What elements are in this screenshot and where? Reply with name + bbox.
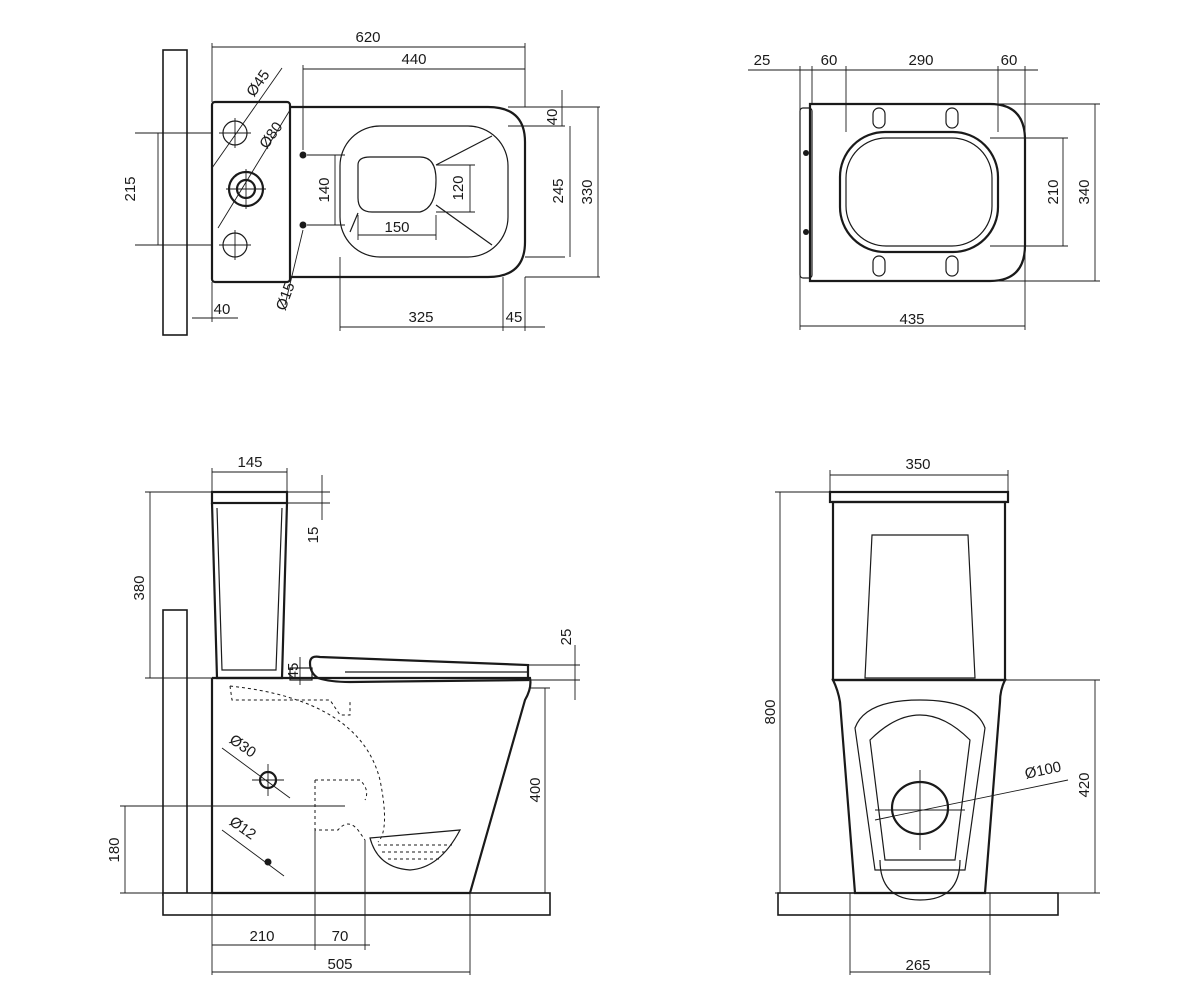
seat-bumper-bottom-right	[945, 255, 959, 277]
fixing-hole-upper	[299, 151, 307, 159]
bowl-slope-3	[349, 212, 359, 233]
seat-view: 25 60 290 60 210 340 435	[748, 52, 1100, 330]
top-dim-bowl-inner: 120	[450, 175, 467, 200]
side-dim-outlet-height: 180	[106, 837, 123, 862]
front-dim-top-width: 350	[905, 456, 930, 473]
bowl-outline-top	[290, 105, 527, 279]
trap-hidden-line	[229, 685, 386, 843]
top-dim-fix-dia: Ø15	[273, 280, 299, 312]
side-view: 145 15 380 25 45 Ø30 Ø12 400 180 210 70 …	[106, 454, 580, 975]
wall-side-view	[162, 609, 188, 896]
bowl-throat-front	[869, 714, 971, 861]
top-dim-total-depth: 330	[579, 179, 596, 204]
bowl-body-front	[831, 678, 1007, 895]
front-dim-total-height: 800	[762, 699, 779, 724]
seat-dim-hinge: 25	[754, 52, 771, 69]
front-dim-outlet-dia: Ø100	[1023, 758, 1062, 782]
top-view: 620 440 Ø45 Ø80 215 140 Ø15 40 120 150 4…	[122, 29, 600, 336]
side-dim-seat-gap: 45	[285, 663, 302, 680]
top-dim-hole-spacing: 215	[122, 176, 139, 201]
top-dim-seat-length: 325	[408, 309, 433, 326]
side-dim-bowl-height: 400	[527, 777, 544, 802]
tank-inner-side	[216, 507, 283, 671]
seat-bumper-top-right	[945, 107, 959, 129]
seat-dim-side-right: 60	[1001, 52, 1018, 69]
side-dim-total-length: 505	[327, 956, 352, 973]
wall-top-view	[162, 49, 188, 336]
front-view: 350 800 Ø100 420 265	[762, 456, 1100, 975]
seat-outline	[808, 102, 1027, 283]
top-dim-hole-large: Ø45	[243, 67, 273, 100]
seat-opening-inner	[845, 137, 993, 247]
seat-dim-side-left: 60	[821, 52, 838, 69]
top-dim-fix-spacing: 140	[316, 177, 333, 202]
top-dim-width: 620	[355, 29, 380, 46]
tank-outline-top	[210, 100, 292, 284]
top-dim-wall-offset: 40	[214, 301, 231, 318]
tank-body-front	[831, 500, 1007, 682]
seat-hinge-pin-bottom	[803, 229, 809, 235]
seat-bumper-top-left	[872, 107, 886, 129]
bowl-slope-1	[435, 135, 493, 166]
floor-front-view	[777, 892, 1059, 916]
bowl-inner-front	[854, 699, 986, 871]
top-dim-rim-top: 40	[544, 109, 561, 126]
top-dim-bowl-inner-width: 150	[384, 219, 409, 236]
seat-dim-outer-height: 340	[1076, 179, 1093, 204]
seat-dim-total-width: 435	[899, 311, 924, 328]
top-dim-bowl-length: 440	[401, 51, 426, 68]
bowl-water	[369, 829, 462, 871]
top-dim-rim-depth: 245	[550, 178, 567, 203]
seat-hinge-pin-top	[803, 150, 809, 156]
bowl-inner-top	[357, 156, 437, 213]
side-dim-seat-thickness: 25	[558, 629, 575, 646]
front-dim-base-width: 265	[905, 957, 930, 974]
seat-dim-middle: 290	[908, 52, 933, 69]
bowl-slope-2	[435, 204, 493, 246]
tank-back-panel	[864, 534, 976, 679]
side-dim-inlet-dia: Ø30	[226, 731, 259, 761]
side-dim-fix-dia: Ø12	[226, 813, 259, 843]
seat-dim-inner-height: 210	[1045, 179, 1062, 204]
tank-lid-side	[210, 490, 289, 505]
fixing-hole-lower	[299, 221, 307, 229]
bowl-rim-top	[339, 125, 509, 258]
side-dim-outlet-offset: 210	[249, 928, 274, 945]
bowl-body-side	[210, 676, 532, 894]
front-dim-bowl-height: 420	[1076, 772, 1093, 797]
fixing-hole-side	[264, 858, 272, 866]
side-dim-outlet-width: 70	[332, 928, 349, 945]
floor-side-view	[162, 892, 551, 916]
side-dim-lid-height: 15	[305, 527, 322, 544]
seat-hinge-side	[289, 667, 313, 681]
seat-bumper-bottom-left	[872, 255, 886, 277]
tank-lid-front	[828, 490, 1010, 504]
side-dim-tank-width: 145	[237, 454, 262, 471]
seat-opening-outer	[838, 130, 1000, 254]
tank-body-side	[210, 502, 289, 680]
side-dim-tank-height: 380	[131, 575, 148, 600]
top-dim-front-offset: 45	[506, 309, 523, 326]
